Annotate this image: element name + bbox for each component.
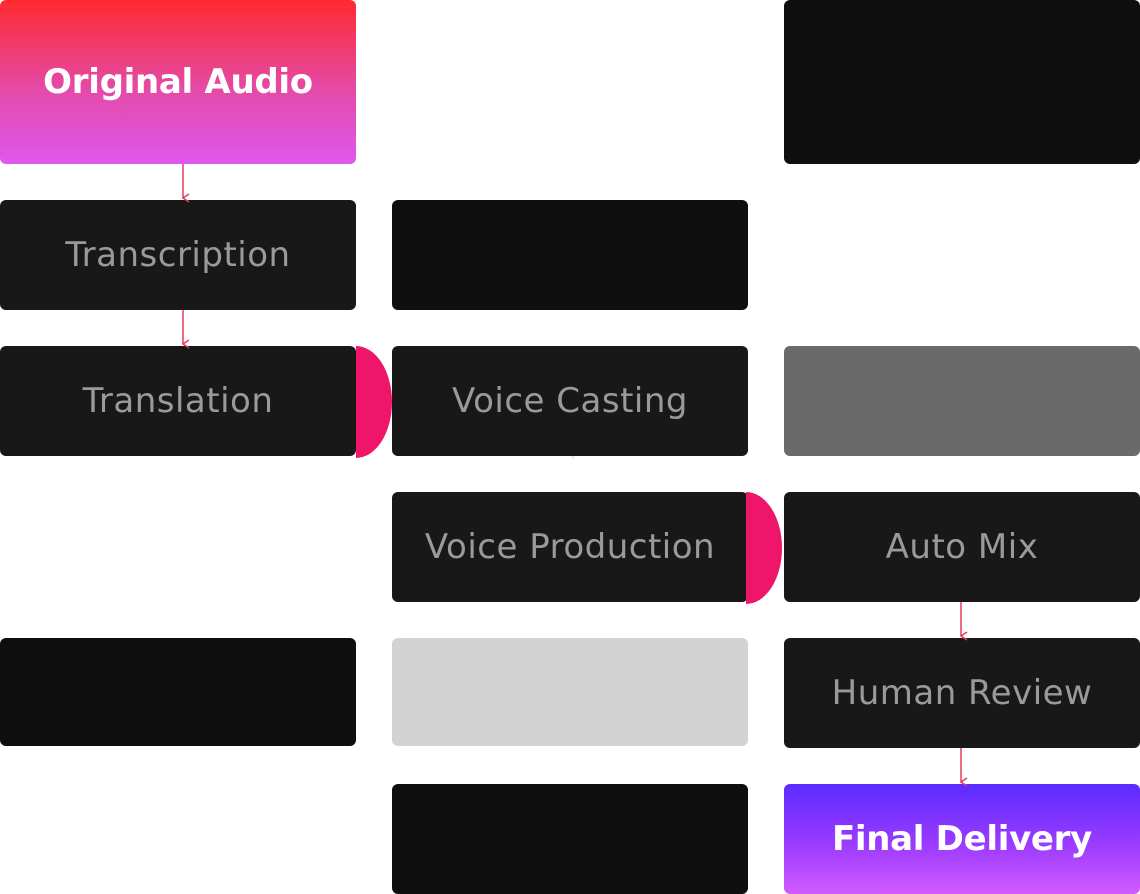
node-voice-casting-label: Voice Casting bbox=[452, 381, 688, 421]
placeholder-block bbox=[784, 0, 1140, 164]
node-auto-mix: Auto Mix bbox=[784, 492, 1140, 602]
node-original-audio-label: Original Audio bbox=[43, 62, 313, 102]
node-translation: Translation bbox=[0, 346, 356, 456]
edge-production-to-automix bbox=[746, 492, 782, 604]
placeholder-block bbox=[784, 346, 1140, 456]
placeholder-block bbox=[392, 200, 748, 310]
node-human-review-label: Human Review bbox=[831, 673, 1093, 713]
node-human-review: Human Review bbox=[784, 638, 1140, 748]
edge-translation-to-casting bbox=[356, 346, 392, 458]
placeholder-block bbox=[392, 784, 748, 894]
placeholder-block bbox=[0, 638, 356, 746]
node-transcription-label: Transcription bbox=[65, 235, 291, 275]
placeholder-block bbox=[392, 638, 748, 746]
node-transcription: Transcription bbox=[0, 200, 356, 310]
node-auto-mix-label: Auto Mix bbox=[885, 527, 1039, 567]
node-original-audio: Original Audio bbox=[0, 0, 356, 164]
node-voice-casting: Voice Casting bbox=[392, 346, 748, 456]
node-voice-production-label: Voice Production bbox=[424, 527, 716, 567]
node-voice-production: Voice Production bbox=[392, 492, 748, 602]
node-final-delivery: Final Delivery bbox=[784, 784, 1140, 894]
node-translation-label: Translation bbox=[82, 381, 274, 421]
node-final-delivery-label: Final Delivery bbox=[831, 819, 1093, 859]
